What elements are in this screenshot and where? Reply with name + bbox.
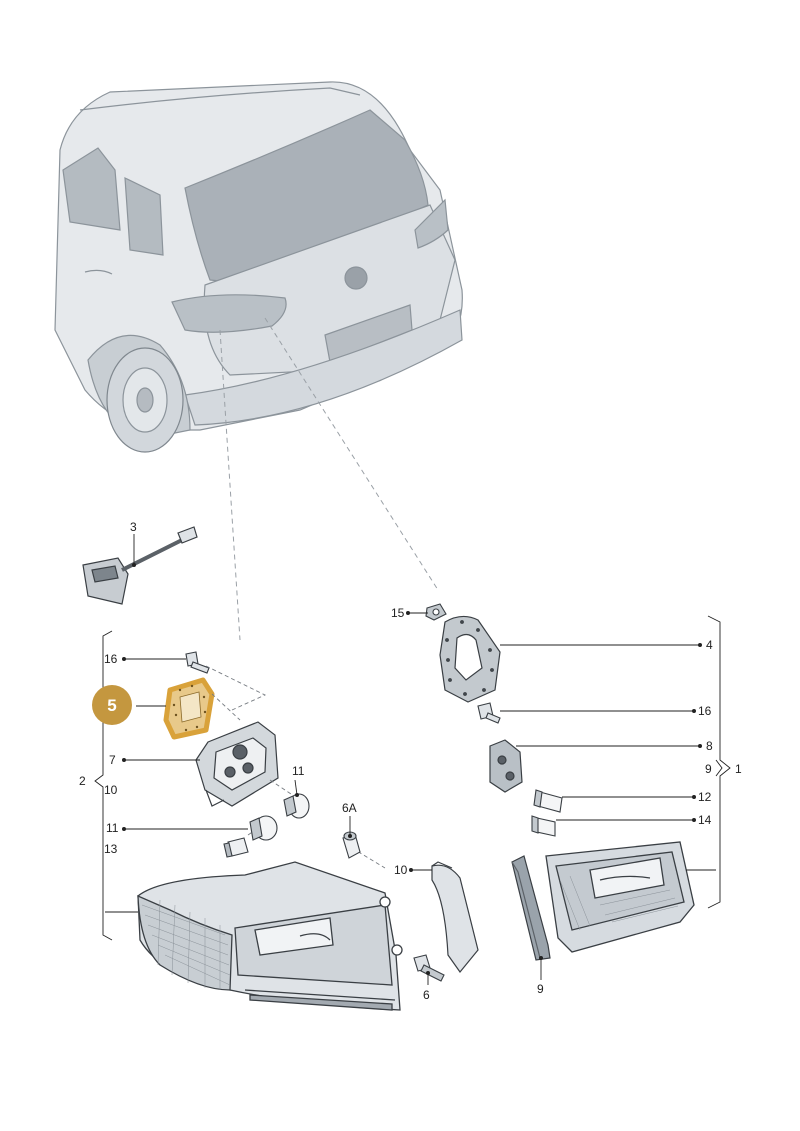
part-4-lamp-gasket: [439, 615, 501, 703]
part-9-trim-strip: [511, 855, 551, 961]
part-11-bulb-upper: [283, 793, 310, 819]
badge-circle: [92, 685, 132, 725]
callout-6: 6: [423, 988, 430, 1002]
callout-6A: 6A: [342, 801, 357, 815]
callout-labels: 3 15 4 16 16 7 8 2 10 11 11 13 9 1 12 14…: [79, 520, 742, 1002]
callout-16-left: 16: [104, 652, 118, 666]
part-11-bulb-lower: [249, 815, 278, 841]
part-15-nut: [425, 603, 447, 621]
part-8-bulb-holder: [489, 739, 523, 793]
callout-1: 1: [735, 762, 742, 776]
callout-2: 2: [79, 774, 86, 788]
callout-4: 4: [706, 638, 713, 652]
part-3-wiring-harness: [82, 526, 198, 605]
part-10-trim-strip: [431, 861, 479, 973]
callout-15: 15: [391, 606, 405, 620]
part-13-bulb: [223, 837, 249, 858]
part-12-bulb: [533, 789, 563, 813]
callout-10-left: 10: [104, 783, 118, 797]
part-16-bolt-right: [477, 702, 501, 724]
projection-lines: [219, 317, 439, 641]
callout-3: 3: [130, 520, 137, 534]
part-7-bulb-holder: [195, 721, 279, 807]
part-14-bulb: [531, 815, 556, 837]
callout-14: 14: [698, 813, 712, 827]
inner-tail-lamp: [545, 841, 695, 953]
highlight-badge: 5: [92, 685, 132, 725]
callout-11-lower: 11: [106, 821, 119, 835]
outer-tail-lamp: [137, 861, 403, 1011]
leader-arrowheads: [122, 563, 702, 975]
callout-9-group: 9: [705, 762, 712, 776]
callout-7: 7: [109, 753, 116, 767]
leader-lines: [94, 534, 731, 985]
part-6-screw: [413, 954, 445, 982]
vehicle-rear-ghost: [54, 81, 463, 453]
callout-16-right: 16: [698, 704, 712, 718]
badge-number: 5: [107, 696, 116, 715]
callout-8: 8: [706, 739, 713, 753]
part-16-bolt-left: [185, 651, 210, 674]
callout-11-upper: 11: [292, 764, 305, 778]
callout-13: 13: [104, 842, 118, 856]
callout-12: 12: [698, 790, 712, 804]
part-6A-socket: [342, 831, 361, 859]
part-5-gasket: [163, 677, 215, 740]
callout-9-strip: 9: [537, 982, 544, 996]
callout-10-right: 10: [394, 863, 408, 877]
